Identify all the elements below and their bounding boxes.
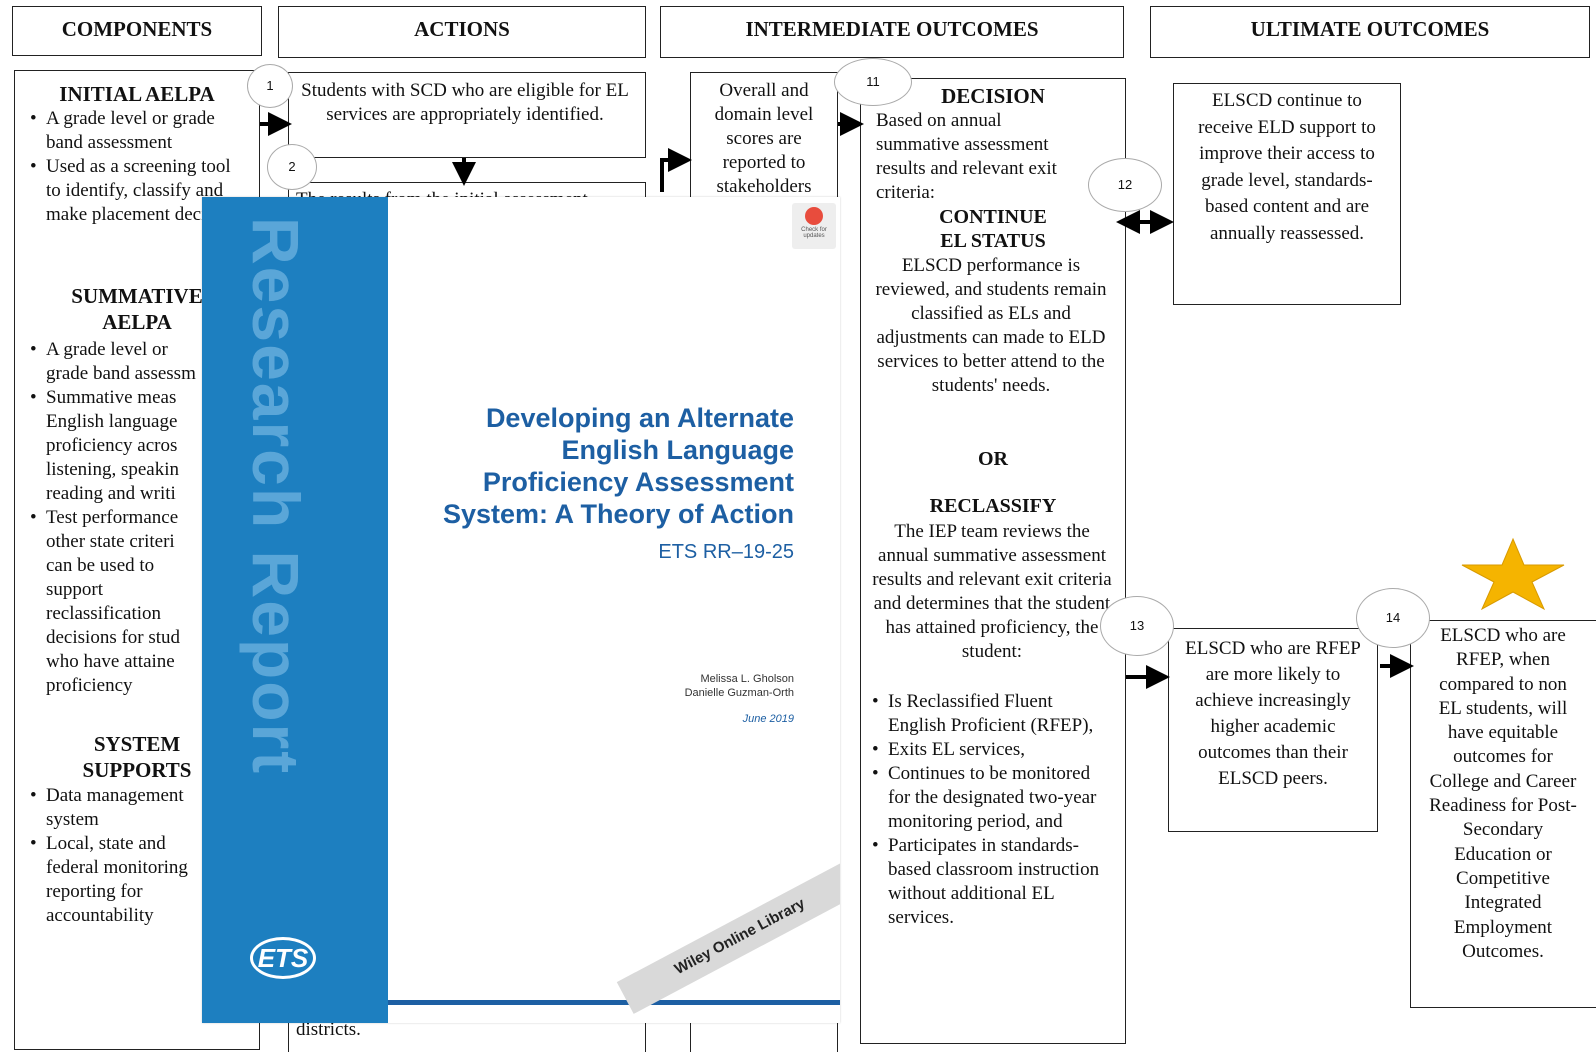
check-label: Check for updates (801, 227, 827, 239)
cover-authors: Melissa L. Gholson Danielle Guzman-Orth (685, 672, 794, 700)
continue-outcome-box (1173, 83, 1401, 305)
list-item: Local, state and federal monitoring repo… (28, 832, 208, 928)
summative-list: A grade level or grade band assessm Summ… (28, 338, 200, 698)
list-item: Participates in standards-based classroo… (870, 834, 1110, 930)
arrow-actions-reported (660, 148, 692, 192)
list-item: Is Reclassified Fluent English Proficien… (870, 690, 1110, 738)
list-item: Test performance other state criteri can… (28, 506, 200, 698)
cover-bottom-bar (388, 1000, 840, 1005)
header-intermediate: INTERMEDIATE OUTCOMES (660, 6, 1124, 58)
cover-title: Developing an Alternate English Language… (442, 403, 794, 529)
summative-title-1: SUMMATIVE (71, 284, 203, 308)
rfep-outcome-box (1168, 628, 1378, 832)
action-identified-box (288, 72, 646, 158)
reclassify-title: RECLASSIFY (929, 495, 1057, 517)
decision-title: DECISION (941, 84, 1045, 108)
check-for-updates-icon[interactable]: Check for updates (792, 203, 836, 249)
list-item: Summative meas English language proficie… (28, 386, 200, 506)
spine-text: Research Report (239, 217, 313, 776)
wiley-banner[interactable]: Wiley Online Library (616, 860, 840, 1014)
system-title-1: SYSTEM (93, 732, 181, 756)
report-number: ETS RR–19-25 (658, 541, 794, 563)
reclassify-list: Is Reclassified Fluent English Proficien… (870, 690, 1110, 930)
initial-aelpa-list: A grade level or grade band assessment U… (28, 107, 246, 227)
author-2: Danielle Guzman-Orth (684, 687, 794, 699)
header-components: COMPONENTS (12, 6, 262, 56)
step-2-badge: 2 (267, 144, 317, 190)
system-title-2: SUPPORTS (82, 758, 192, 782)
action-districts-text: districts. (296, 1019, 361, 1040)
star-icon (1461, 537, 1565, 611)
final-outcome-box (1410, 620, 1596, 1008)
report-cover[interactable]: Research Report ETS Check for updates De… (202, 197, 840, 1023)
or-label: OR (978, 448, 1008, 470)
list-item: Exits EL services, (870, 738, 1110, 762)
step-13-badge: 13 (1100, 596, 1174, 656)
continue-outcome-text: ELSCD continue to receive ELD support to… (1198, 90, 1376, 244)
ets-logo: ETS (250, 937, 316, 979)
list-item: Continues to be monitored for the design… (870, 762, 1110, 834)
final-outcome-text: ELSCD who are RFEP, when compared to non… (1429, 625, 1577, 962)
list-item: A grade level or grade band assessm (28, 338, 200, 386)
summative-title-2: AELPA (102, 310, 172, 334)
cover-date: June 2019 (742, 713, 794, 725)
continue-text: ELSCD performance is reviewed, and stude… (875, 255, 1107, 396)
cover-spine: Research Report ETS (202, 197, 388, 1023)
reclassify-text: The IEP team reviews the annual summativ… (872, 521, 1112, 662)
continue-title-2: EL STATUS (940, 230, 1046, 252)
step-12-badge: 12 (1088, 158, 1162, 212)
list-item: Used as a screening tool to identify, cl… (28, 155, 246, 227)
system-list: Data management system Local, state and … (28, 784, 208, 928)
rfep-outcome-text: ELSCD who are RFEP are more likely to ac… (1185, 638, 1361, 789)
list-item: Data management system (28, 784, 208, 832)
step-1-badge: 1 (247, 64, 293, 108)
action-identified-text: Students with SCD who are eligible for E… (301, 80, 629, 125)
author-1: Melissa L. Gholson (700, 673, 794, 685)
header-ultimate: ULTIMATE OUTCOMES (1150, 6, 1590, 58)
decision-intro: Based on annual summative assessment res… (876, 110, 1057, 203)
initial-aelpa-title: INITIAL AELPA (59, 82, 215, 106)
continue-title-1: CONTINUE (939, 206, 1047, 228)
step-11-badge: 11 (834, 58, 912, 106)
header-actions: ACTIONS (278, 6, 646, 58)
list-item: A grade level or grade band assessment (28, 107, 246, 155)
step-14-badge: 14 (1356, 588, 1430, 648)
reported-text: Overall and domain level scores are repo… (714, 80, 814, 197)
